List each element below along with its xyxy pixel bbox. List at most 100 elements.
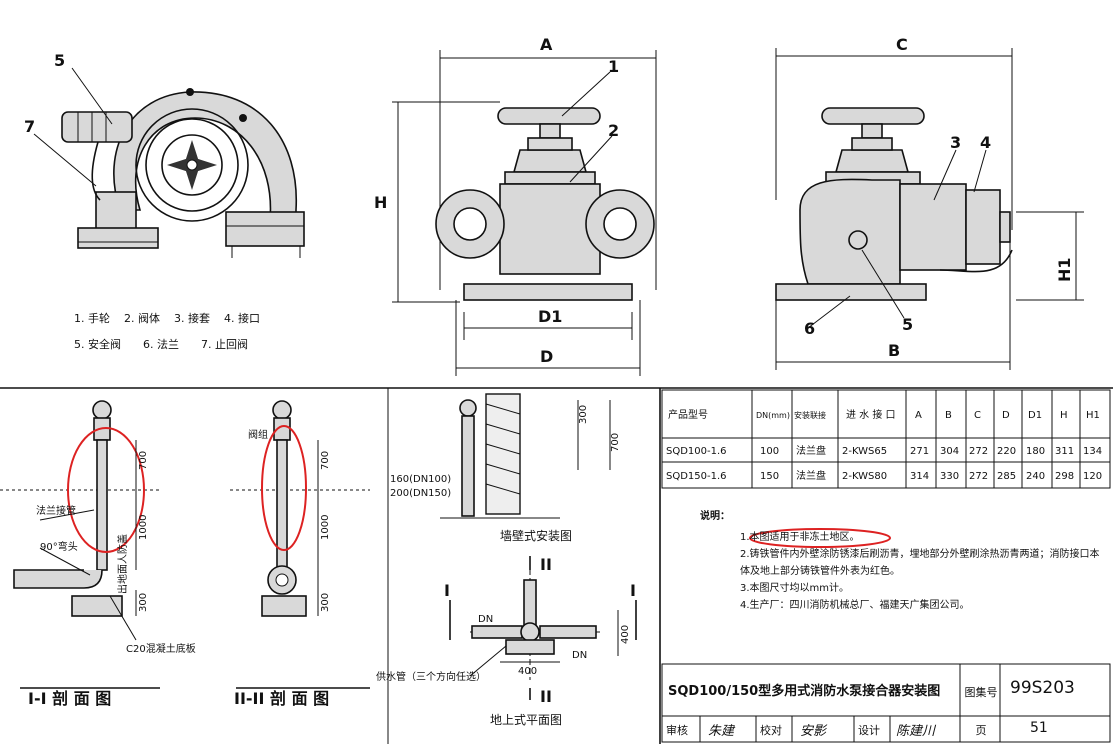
row2-inlet: 2-KWS80 [842,471,887,482]
plan-dim-400: 400 [518,666,537,677]
plan-view-title: 地上式平面图 [490,713,562,727]
dim-B: B [888,341,900,360]
dim-1000-s2: 1000 [320,515,331,540]
notes-heading: 说明： [700,511,730,522]
wall-note-2: 200(DN150) [390,488,451,499]
row2-D: 285 [997,471,1016,482]
row1-install: 法兰盘 [796,444,826,457]
spec-table-grid [661,389,1111,489]
row2-C: 272 [969,471,988,482]
row2-dn: 150 [760,471,779,482]
callout-2: 2 [608,121,619,140]
legend-item-6: 6. 法兰 [143,338,179,351]
section-2-title: II-II 剖 面 图 [234,689,329,708]
dim-H: H [374,193,387,212]
th-D: D [1002,410,1010,421]
dim-D1: D1 [538,307,562,326]
row2-install: 法兰盘 [796,469,826,482]
legend-item-3: 3. 接套 [174,312,210,325]
row1-inlet: 2-KWS65 [842,446,887,457]
callout-5-side: 5 [902,315,913,334]
th-C: C [974,410,981,421]
row2-A: 314 [910,471,929,482]
row2-D1: 240 [1026,471,1045,482]
dim-700-s1: 700 [138,451,149,470]
callout-5: 5 [54,51,65,70]
plan-dim-400-v: 400 [620,625,631,644]
legend-item-7: 7. 止回阀 [201,338,248,351]
callout-1: 1 [608,57,619,76]
callout-3: 3 [950,133,961,152]
th-model: 产品型号 [668,408,708,421]
plan-mark-I-right: I [630,581,636,600]
row2-model: SQD150-1.6 [666,471,727,482]
row1-H1: 134 [1083,446,1102,457]
label-flange-pipe: 法兰接管 [36,504,76,517]
row2-H: 298 [1055,471,1074,482]
th-D1: D1 [1028,410,1042,421]
design-sign: 陈建川 [896,724,936,739]
row1-D: 220 [997,446,1016,457]
row2-B: 330 [940,471,959,482]
title-block-grid [661,663,1111,743]
th-inlet: 进 水 接 口 [846,408,896,421]
section-1-drawing [0,400,160,689]
dim-A: A [540,35,553,54]
legend-item-4: 4. 接口 [224,312,260,325]
callout-7: 7 [24,117,35,136]
left-view [33,67,305,258]
plan-dn-right: DN [572,650,587,661]
label-concrete-base: C20混凝土底板 [126,642,196,655]
row2-H1: 120 [1083,471,1102,482]
legend-item-1: 1. 手轮 [74,312,110,325]
drawing-no: 99S203 [1010,678,1075,698]
legend-item-2: 2. 阀体 [124,312,160,325]
wall-note-1: 160(DN100) [390,474,451,485]
row1-A: 271 [910,446,929,457]
note-3: 3.本图尺寸均以mm计。 [740,583,850,594]
plan-pipe-label: 供水管（三个方向任选） [376,670,486,683]
dim-C: C [896,35,908,54]
check-label: 校对 [760,724,782,737]
dim-300-s1: 300 [138,593,149,612]
th-dn: DN(mm) [756,411,790,420]
page-no: 51 [1030,720,1048,736]
review-label: 审核 [666,724,688,737]
note-2: 2.铸铁管件内外壁涂防锈漆后刷沥青，埋地部分外壁刷涂热沥青两道；消防接口本体及地… [740,549,1100,577]
section-2-drawing [230,400,370,689]
row1-dn: 100 [760,446,779,457]
note-4: 4.生产厂：四川消防机械总厂、福建天广集团公司。 [740,600,970,611]
label-valve-group: 阀组 [248,428,268,441]
section-1-title: I-I 剖 面 图 [28,689,111,708]
wall-install-drawing [440,393,611,519]
parts-legend: 1. 手轮 2. 阀体 3. 接套 4. 接口 5. 安全阀 6. 法兰 7. … [74,306,374,358]
row1-B: 304 [940,446,959,457]
legend-item-5: 5. 安全阀 [74,338,121,351]
page-label: 页 [975,724,987,737]
dim-300-s2: 300 [320,593,331,612]
note-highlight [749,528,891,548]
th-H1: H1 [1086,410,1100,421]
dim-700-s2: 700 [320,451,331,470]
row1-D1: 180 [1026,446,1045,457]
dim-300-wall: 300 [578,405,589,424]
callout-4: 4 [980,133,991,152]
dim-H1: H1 [1055,257,1074,282]
drawing-title: SQD100/150型多用式消防水泵接合器安装图 [668,684,941,699]
row1-C: 272 [969,446,988,457]
note-vertical: 出地面人防盖 [116,534,129,594]
review-sign: 朱建 [708,724,735,739]
th-H: H [1060,410,1068,421]
drawing-no-label: 图集号 [964,686,998,699]
wall-install-title: 墙壁式安装图 [500,528,572,543]
plan-mark-II-bottom: II [540,687,552,706]
callout-6: 6 [804,319,815,338]
label-elbow: 90°弯头 [40,540,78,553]
th-install: 安装联接 [794,410,826,420]
check-sign: 安影 [800,724,827,739]
front-view [392,50,657,376]
th-A: A [915,410,922,421]
dim-1000-s1: 1000 [138,515,149,540]
notes-block: 说明： 1.本图适用于非冻土地区。 2.铸铁管件内外壁涂防锈漆后刷沥青，埋地部分… [700,508,1100,614]
